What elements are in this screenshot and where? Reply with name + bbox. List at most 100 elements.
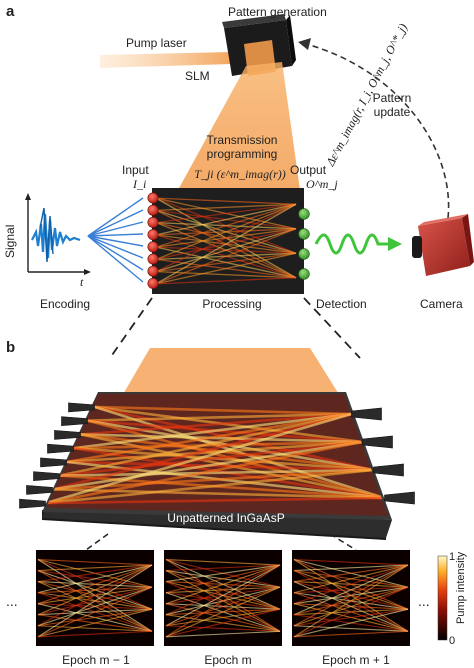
- chip-b-ray: [46, 440, 363, 505]
- output-waveguide: [384, 491, 415, 505]
- epoch-ray: [37, 625, 153, 632]
- chip-a-ray: [155, 228, 297, 273]
- pump-laser-beam: [100, 52, 232, 68]
- chip-b-ray: [46, 468, 374, 505]
- slm-device-icon: [222, 14, 296, 76]
- output-node: [298, 268, 310, 280]
- epoch-ray: [293, 564, 409, 583]
- chip-b-ray: [59, 440, 363, 477]
- epoch-ray: [293, 625, 409, 632]
- input-node: [147, 241, 159, 253]
- encoding-arrows: [87, 197, 144, 283]
- colorbar-min-label: 0: [449, 635, 456, 647]
- chip-a-ray: [155, 228, 297, 285]
- epoch-ray: [165, 586, 281, 627]
- epoch-ray: [37, 564, 153, 594]
- chip-a-ray: [155, 252, 297, 273]
- time-axis-label: t: [80, 275, 84, 289]
- output-node: [298, 228, 310, 240]
- camera-label: Camera: [420, 297, 463, 311]
- epoch-ray: [293, 586, 409, 627]
- epoch-label-3: Epoch m + 1: [322, 653, 390, 667]
- input-waveguide: [26, 485, 53, 495]
- epoch-thumbnails: [36, 550, 410, 646]
- output-waveguide: [362, 435, 393, 449]
- epoch-ray: [165, 564, 281, 616]
- epoch-ray: [37, 608, 153, 627]
- input-waveguides: [19, 402, 95, 509]
- input-waveguide: [19, 498, 46, 509]
- colorbar-title: Pump intensity: [455, 551, 467, 624]
- epoch-ray: [165, 564, 281, 572]
- epoch-ray: [37, 564, 153, 616]
- epoch-ray: [165, 564, 281, 638]
- chip-a-ray: [155, 203, 297, 212]
- epoch-ray: [165, 564, 281, 583]
- green-wave-arrow-icon: [314, 233, 402, 255]
- epoch-ray: [293, 564, 409, 572]
- epoch-ray: [37, 564, 153, 605]
- epoch-ray: [293, 564, 409, 616]
- epoch-ray: [37, 564, 153, 627]
- chip-material-label: Unpatterned InGaAsP: [167, 511, 285, 525]
- output-waveguides: [351, 407, 415, 505]
- signal-waveform-icon: [25, 193, 91, 275]
- chip-b-ray: [46, 496, 385, 505]
- zoom-line-left: [109, 297, 153, 359]
- epoch-ray: [165, 564, 281, 605]
- epoch-ray: [165, 608, 281, 638]
- epoch-ray: [165, 625, 281, 632]
- output-waveguide: [373, 463, 404, 477]
- input-waveguide: [61, 416, 88, 426]
- chip-b-ray: [59, 412, 352, 477]
- input-waveguide: [68, 402, 95, 413]
- epoch-ray: [165, 630, 281, 638]
- input-node: [147, 265, 159, 277]
- epoch-connector-right: [329, 533, 357, 551]
- pattern-generation-label: Pattern generation: [228, 5, 327, 19]
- encoding-label: Encoding: [40, 297, 91, 311]
- chip-b-light-pattern: [46, 394, 388, 516]
- epoch-ray: [37, 586, 153, 638]
- epoch-connector-left: [85, 533, 109, 551]
- epoch-ray: [165, 564, 281, 594]
- chip-a-ray: [155, 197, 297, 205]
- chip-b-ray: [87, 419, 363, 444]
- chip-b-ray: [80, 433, 363, 444]
- chip-b-ray: [46, 412, 352, 505]
- epoch-ray: [293, 608, 409, 627]
- panel-label-b: b: [6, 339, 16, 356]
- epoch-ray: [37, 558, 153, 566]
- transfer-function-equation: T_ji (ε^m_imag(r)): [194, 167, 286, 181]
- detection-label: Detection: [316, 297, 367, 311]
- epoch-label-1: Epoch m − 1: [62, 653, 130, 667]
- chip-b-ray: [80, 412, 352, 436]
- chip-b-rays: [46, 394, 388, 516]
- input-waveguide: [54, 430, 81, 440]
- input-node: [147, 253, 159, 265]
- chip-b-ray: [87, 412, 352, 422]
- colorbar-max-label: 1: [449, 551, 456, 563]
- chip-a-ray: [155, 203, 297, 236]
- input-node: [147, 216, 159, 228]
- output-waveguide: [351, 407, 382, 421]
- epoch-ray: [293, 564, 409, 627]
- camera-icon: [412, 214, 474, 276]
- pattern-update-arrow: [305, 43, 450, 219]
- zoom-line-right: [303, 297, 361, 359]
- epoch-ray: [293, 564, 409, 594]
- epoch-ray: [37, 608, 153, 638]
- chip-b-ray: [52, 412, 352, 491]
- ellipsis-left: ...: [6, 593, 18, 609]
- chip-a-ray: [155, 203, 297, 224]
- epoch-ray: [293, 564, 409, 638]
- epoch-ray: [165, 558, 281, 566]
- input-waveguide: [33, 471, 60, 481]
- chip-a-ray: [155, 203, 297, 285]
- processing-label: Processing: [202, 297, 262, 311]
- transmission-label-2: programming: [206, 147, 278, 161]
- input-symbol: I_i: [133, 177, 147, 191]
- input-node: [147, 204, 159, 216]
- epoch-ray: [37, 630, 153, 638]
